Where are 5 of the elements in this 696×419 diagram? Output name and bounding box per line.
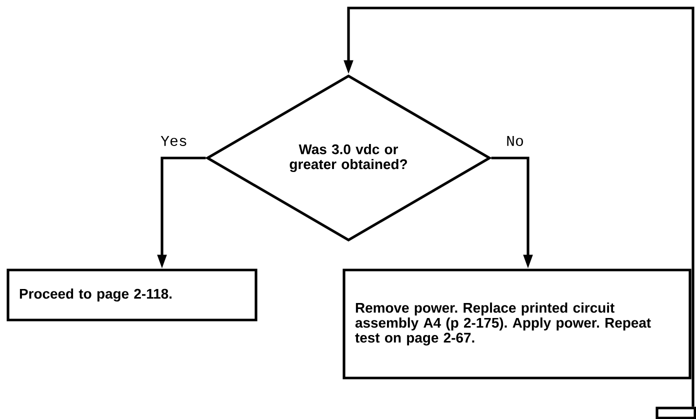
- process-box: Remove power. Replace printed circuit assembly A4 (p 2-175). Apply power. Repeat test on page 2-67.: [342, 268, 692, 380]
- edge-label: No: [505, 135, 525, 147]
- edge-label: Yes: [160, 135, 188, 147]
- box: [656, 406, 696, 419]
- process-box: Proceed to page 2-118.: [6, 268, 258, 322]
